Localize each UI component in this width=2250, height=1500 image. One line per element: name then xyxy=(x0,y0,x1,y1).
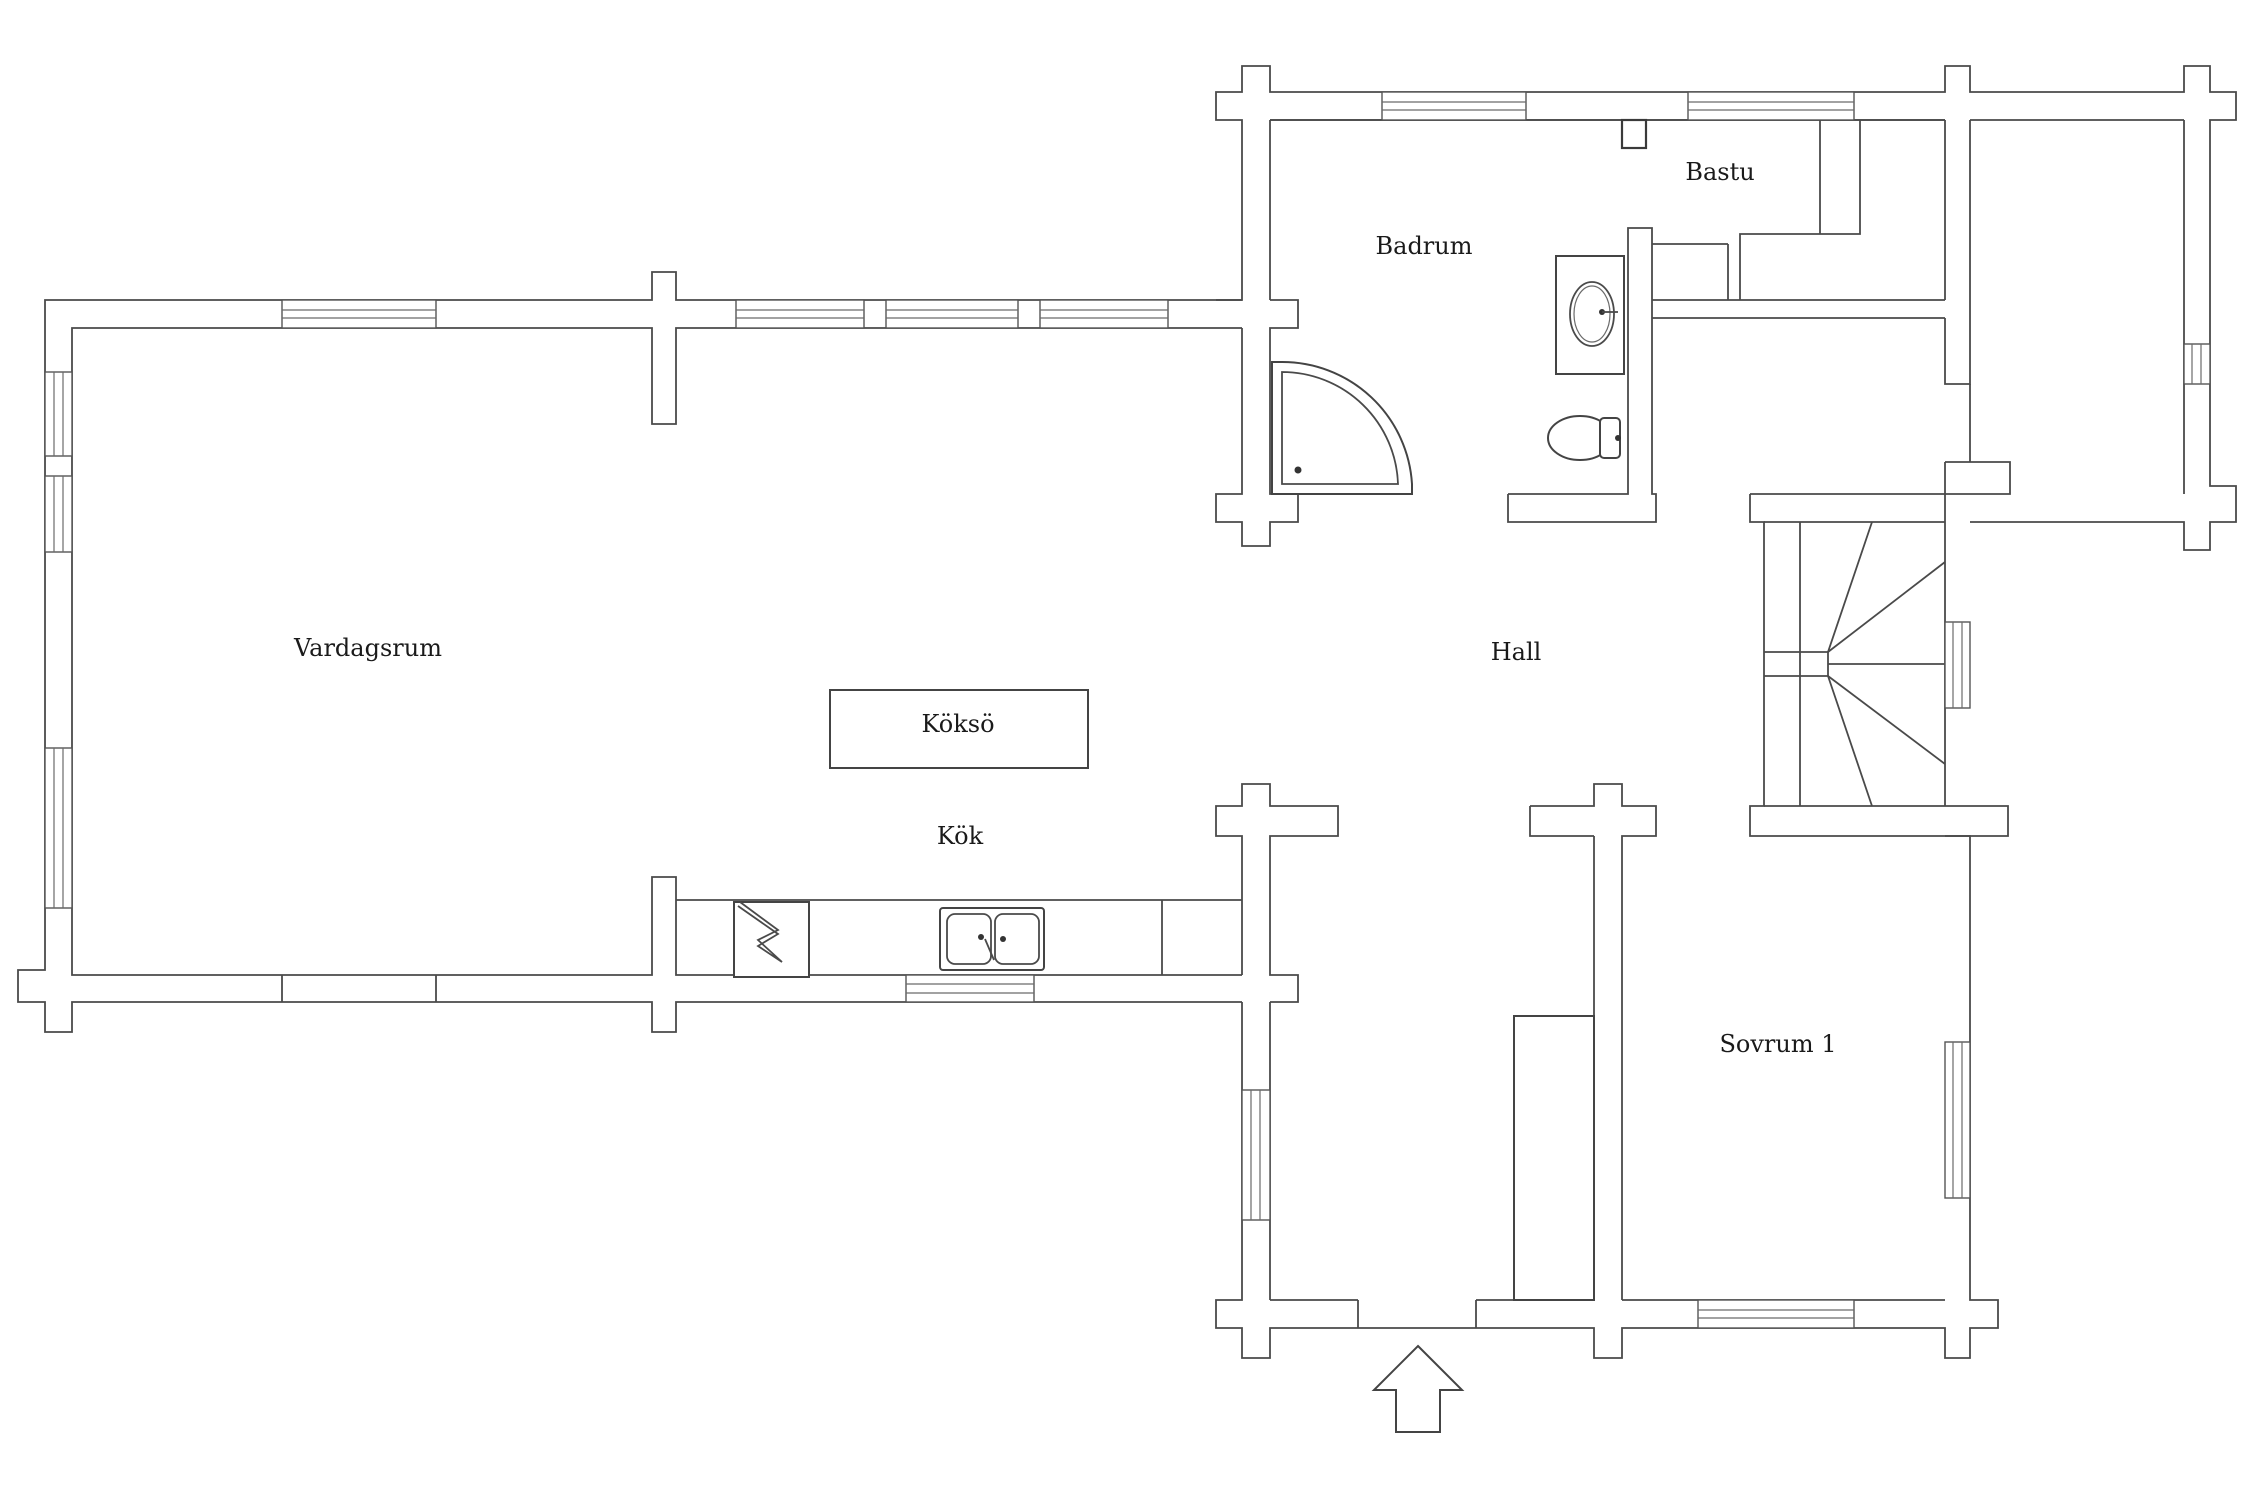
window-top-3 xyxy=(885,299,1019,329)
staircase xyxy=(1749,384,2011,837)
window-right-top xyxy=(2183,343,2211,385)
window-left-2 xyxy=(44,475,73,553)
window-top-4 xyxy=(1039,299,1169,329)
kitchen-counter xyxy=(676,899,1242,978)
wardrobe xyxy=(1513,1015,1595,1301)
badrum-walls xyxy=(1215,120,1971,547)
room-label-bastu: Bastu xyxy=(1685,158,1754,186)
central-walls xyxy=(1215,65,2237,551)
kitchen-island xyxy=(829,689,1089,769)
window-badrum-top xyxy=(1381,91,1527,121)
window-kitchen xyxy=(905,974,1035,1003)
toilet-icon xyxy=(1547,415,1621,461)
sink-icon xyxy=(939,907,1045,971)
room-label-koksoe: Köksö xyxy=(921,710,994,738)
window-stair xyxy=(1944,621,1971,709)
shower-icon xyxy=(1271,360,1413,495)
window-sovrum-south xyxy=(1697,1299,1855,1329)
left-wing-walls xyxy=(17,271,1242,1033)
room-label-vardagsrum: Vardagsrum xyxy=(293,634,442,662)
window-hall-west xyxy=(1241,1089,1271,1221)
window-sovrum-east xyxy=(1944,1041,1971,1199)
stove-icon xyxy=(733,901,810,978)
room-label-kok: Kök xyxy=(937,822,984,850)
window-top-1 xyxy=(281,299,437,329)
window-left-1 xyxy=(44,371,73,457)
window-left-3 xyxy=(44,747,73,909)
room-label-sovrum1: Sovrum 1 xyxy=(1719,1030,1836,1058)
window-bastu-top xyxy=(1687,91,1855,121)
entrance-arrow-icon xyxy=(1371,1344,1465,1433)
room-label-hall: Hall xyxy=(1491,638,1542,666)
window-top-2 xyxy=(735,299,865,329)
hall-walls xyxy=(1215,783,1999,1359)
washbasin-icon xyxy=(1555,255,1625,375)
room-label-badrum: Badrum xyxy=(1376,232,1473,260)
